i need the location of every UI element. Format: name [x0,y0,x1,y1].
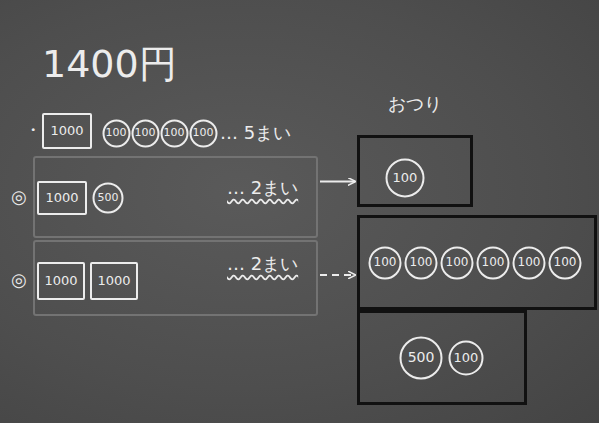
bill-box: 1000 [42,113,92,149]
bill-box: 1000 [90,262,138,300]
coin-value: 100 [518,256,541,269]
count-note: … 5まい [220,123,291,143]
coin-ring [161,120,187,146]
bullet-mark: ◎ [11,187,27,207]
coin-value: 100 [393,171,418,185]
coin-circle: 100 [440,246,474,280]
coin-value: 100 [482,256,505,269]
coin-circle: 100 [512,246,546,280]
change-box: 500 100 [357,310,527,405]
count-note: … 2まい [227,178,298,198]
coin-value: 100 [446,256,469,269]
change-heading: おつり [360,94,470,114]
coin-circle: 100 [476,246,510,280]
coin-value: 100 [135,127,156,139]
coin-ring [450,342,483,375]
change-box: おつり100 [357,135,473,207]
bill-value: 1000 [50,124,83,138]
coin-ring [406,248,437,279]
bill-box: 1000 [37,262,85,300]
coin-circle: 100 [131,119,160,148]
option-region: … 2まい 1000 500 [33,156,318,238]
coin-value: 100 [454,351,479,365]
coin-circle: 100 [189,119,218,148]
arrow-connector [320,181,355,183]
coin-value: 100 [410,256,433,269]
coin-value: 100 [106,127,127,139]
coin-ring [132,120,158,146]
coin-circle: 500 [399,336,443,380]
coin-circle: 100 [160,119,189,148]
coin-value: 100 [554,256,577,269]
coin-circle: 100 [448,340,484,376]
arrow-connector [320,274,355,276]
coin-ring [514,248,545,279]
bill-value: 1000 [44,274,77,288]
coin-ring [103,120,129,146]
coin-ring [550,248,581,279]
count-note: … 2まい [227,254,298,274]
bullet-mark: ・ [24,120,42,140]
bill-box: 1000 [37,181,87,215]
coin-circle: 100 [368,246,402,280]
coin-circle: 100 [102,119,131,148]
coin-value: 100 [374,256,397,269]
coin-circle: 100 [385,158,425,198]
change-box: 100 100 100 100 100 100 [357,215,597,310]
coin-circle: 500 [92,182,124,214]
coin-ring [442,248,473,279]
coin-ring [94,184,123,213]
coin-value: 500 [98,192,119,204]
coin-ring [387,160,424,197]
coin-value: 100 [193,127,214,139]
title-text: 1400円 [42,44,177,86]
coin-value: 100 [164,127,185,139]
bill-value: 1000 [45,191,78,205]
coin-value: 500 [408,350,435,365]
bullet-mark: ◎ [11,270,27,290]
coin-ring [370,248,401,279]
option-region: … 2まい 1000 1000 [33,240,318,316]
bill-value: 1000 [97,274,130,288]
coin-ring [190,120,216,146]
coin-ring [401,338,442,379]
coin-circle: 100 [548,246,582,280]
coin-ring [478,248,509,279]
coin-circle: 100 [404,246,438,280]
